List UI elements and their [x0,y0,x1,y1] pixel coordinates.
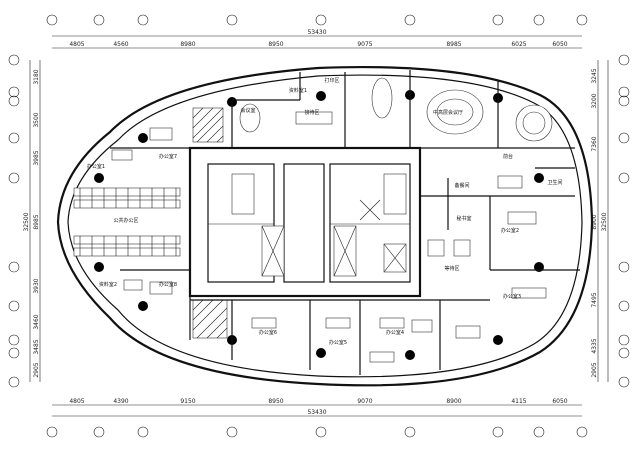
office-desks [111,127,547,363]
right-seg-5: 7495 [591,292,598,307]
right-seg-2: 3200 [591,93,598,108]
room-office-1: 办公室1 [87,163,105,170]
meeting-table-small [239,77,393,133]
room-office-6: 办公室6 [259,329,277,336]
room-open-office: 公共办公区 [113,217,138,224]
room-office-7: 办公室7 [159,153,177,160]
room-waiting: 等待区 [444,265,459,272]
interior-walls [110,70,580,375]
bottom-seg-1: 4805 [69,398,84,405]
bottom-seg-6: 8900 [446,398,461,405]
left-grid-markers [8,54,20,388]
room-office-5: 办公室5 [329,339,347,346]
room-print: 打印区 [324,77,339,84]
bottom-seg-2: 4390 [113,398,128,405]
top-seg-2: 4560 [113,41,128,48]
left-dimension-chain: 3180 3500 3985 8985 3930 3460 3485 2905 … [23,60,41,382]
room-labels: 资料室1 打印区 会议室 接待区 中高层会议厅 前台 办公室7 办公室1 公共办… [87,77,563,346]
top-seg-1: 4805 [69,41,84,48]
room-secretary: 秘书室 [456,215,471,222]
room-office-8: 办公室8 [159,281,177,288]
top-seg-6: 8985 [446,41,461,48]
bottom-seg-7: 4115 [511,398,526,405]
right-total-dimension: 32500 [601,212,608,231]
right-seg-6: 4335 [591,338,598,353]
hatched-shafts [192,107,228,339]
left-total-dimension: 32500 [23,212,30,231]
room-storage: 备餐间 [454,182,469,189]
room-office-3: 办公室3 [503,293,521,300]
left-seg-8: 2905 [33,362,40,377]
room-restroom: 卫生间 [547,179,562,186]
bottom-dimension-chain: 4805 4390 9150 8950 9070 8900 4115 6050 … [52,398,582,417]
bottom-total-dimension: 53430 [307,409,326,416]
left-seg-6: 3460 [33,314,40,329]
bottom-grid-markers [46,426,588,438]
right-seg-3: 7360 [591,136,598,151]
bottom-seg-4: 8950 [268,398,283,405]
room-meeting-small: 会议室 [240,107,255,114]
room-archive-1: 资料室1 [289,87,307,94]
top-seg-5: 9075 [357,41,372,48]
big-meeting-table [426,89,553,142]
room-big-meeting: 中高层会议厅 [433,109,463,116]
building-outline [56,66,594,387]
bottom-seg-8: 6050 [552,398,567,405]
right-grid-markers [618,54,630,388]
room-office-2: 办公室2 [501,227,519,234]
left-seg-3: 3985 [33,150,40,165]
left-seg-1: 3180 [33,69,40,84]
top-total-dimension: 53430 [307,29,326,36]
building-core [188,146,422,298]
top-grid-markers [46,14,588,26]
top-dimension-chain: 53430 4805 4560 8980 8950 9075 8985 6025… [52,29,582,49]
left-seg-4: 8985 [33,214,40,229]
room-reception: 前台 [503,153,513,160]
top-seg-3: 8980 [180,41,195,48]
room-archive-2: 资料室2 [99,281,117,288]
left-seg-5: 3930 [33,278,40,293]
right-seg-1: 3245 [591,68,598,83]
top-seg-4: 8950 [268,41,283,48]
right-dimension-chain: 3245 3200 7360 8900 7495 4335 2905 32500 [591,60,609,382]
bottom-seg-3: 9150 [180,398,195,405]
room-lounge: 接待区 [304,109,319,116]
room-office-4: 办公室4 [386,329,404,336]
right-seg-7: 2905 [591,362,598,377]
bottom-seg-5: 9070 [357,398,372,405]
top-seg-7: 6025 [511,41,526,48]
right-seg-4: 8900 [591,214,598,229]
top-seg-8: 6050 [552,41,567,48]
left-seg-2: 3500 [33,112,40,127]
open-office-desks [73,187,181,257]
left-seg-7: 3485 [33,339,40,354]
